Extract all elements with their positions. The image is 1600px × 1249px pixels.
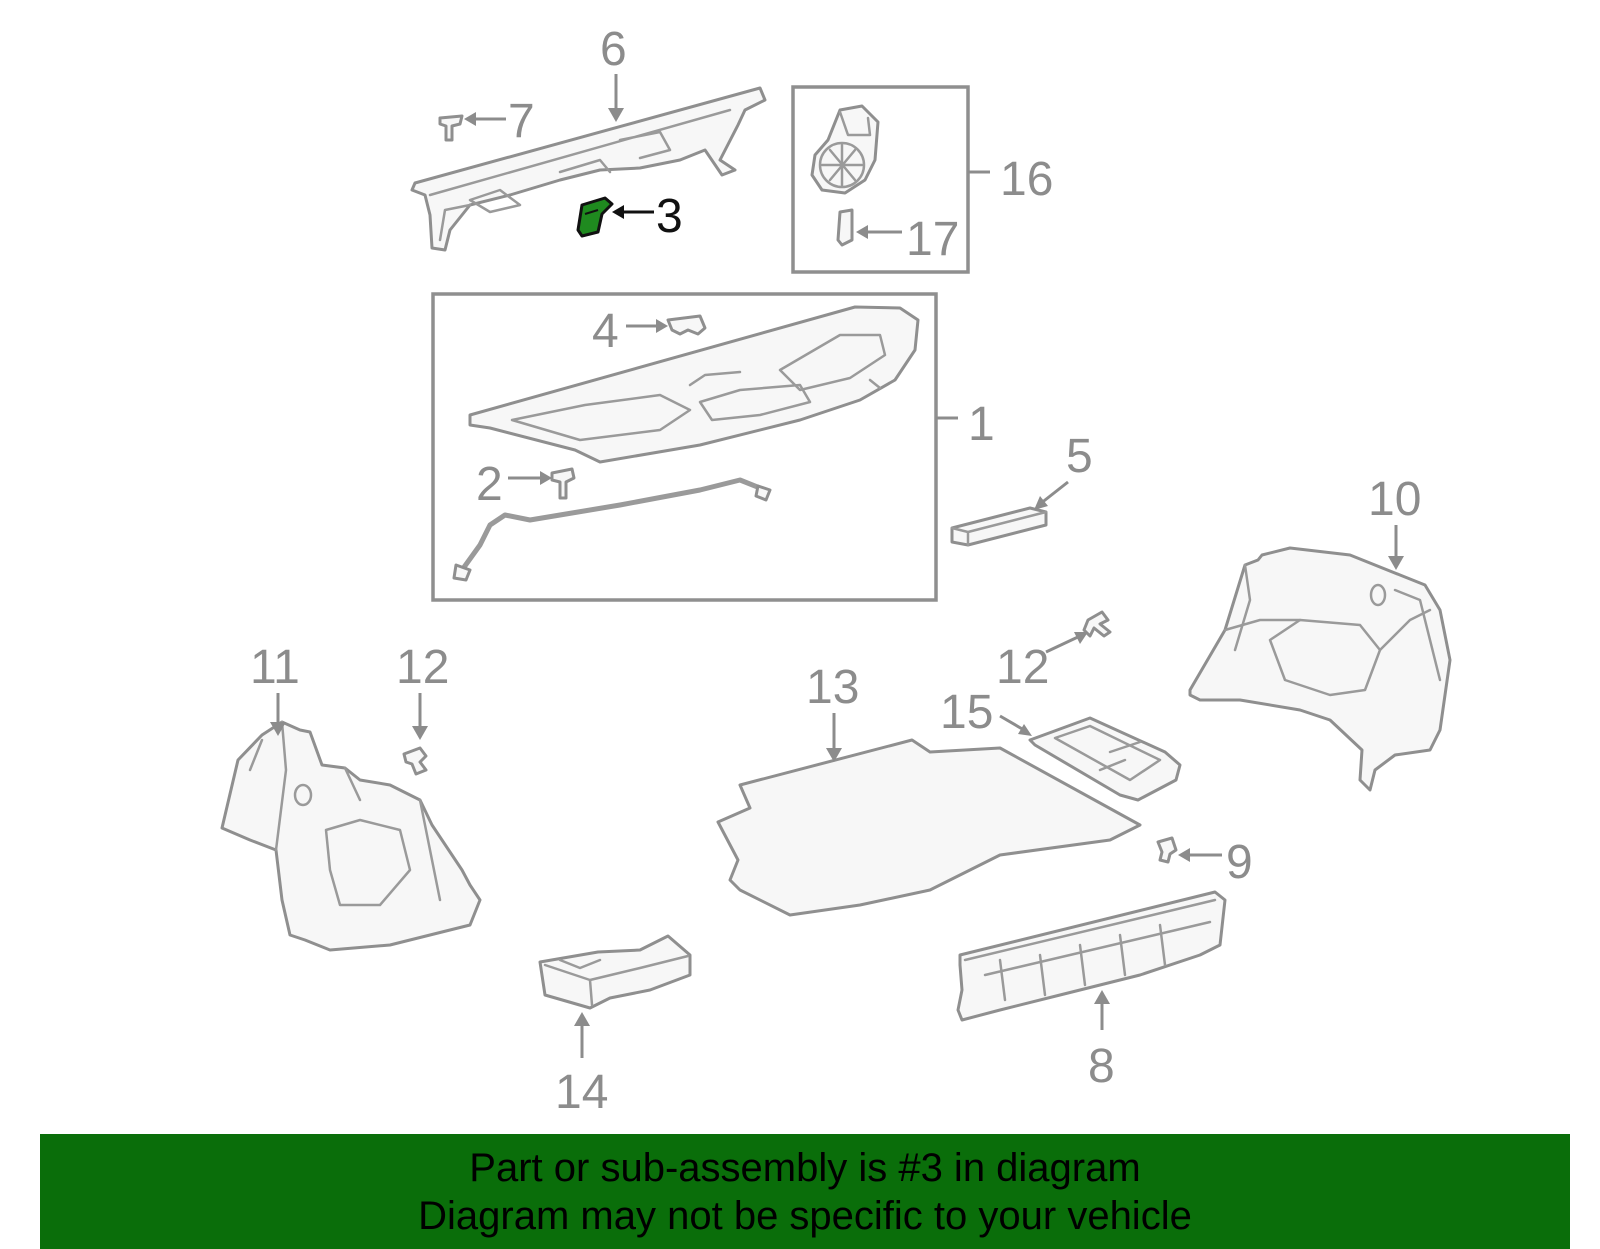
svg-text:6: 6 bbox=[600, 23, 627, 76]
callout-14: 14 bbox=[555, 1012, 608, 1119]
callout-8: 8 bbox=[1088, 990, 1115, 1093]
callout-15: 15 bbox=[940, 686, 1032, 739]
part-6-package-tray-trim[interactable] bbox=[410, 86, 767, 252]
group-box-1 bbox=[431, 292, 938, 602]
part-2-cable[interactable] bbox=[452, 477, 772, 582]
part-4-clip[interactable] bbox=[666, 314, 707, 336]
callout-11: 11 bbox=[250, 641, 300, 736]
svg-text:8: 8 bbox=[1088, 1040, 1115, 1093]
banner-line-1: Part or sub-assembly is #3 in diagram bbox=[469, 1146, 1141, 1190]
callout-17: 17 bbox=[856, 213, 959, 266]
callout-5: 5 bbox=[1034, 430, 1093, 510]
info-banner: Part or sub-assembly is #3 in diagram Di… bbox=[40, 1134, 1570, 1249]
part-8-sill-plate[interactable] bbox=[956, 890, 1227, 1022]
svg-text:13: 13 bbox=[806, 661, 859, 714]
svg-text:11: 11 bbox=[250, 641, 300, 694]
part-12-clip-right[interactable] bbox=[1082, 610, 1112, 638]
part-12-clip-left[interactable] bbox=[402, 746, 428, 776]
svg-text:5: 5 bbox=[1066, 430, 1093, 483]
part-9-clip[interactable] bbox=[1156, 836, 1178, 864]
part-14-jack-tray[interactable] bbox=[538, 934, 692, 1010]
callout-9: 9 bbox=[1178, 836, 1253, 889]
part-17-clip[interactable] bbox=[836, 208, 854, 247]
part-13-trunk-mat[interactable] bbox=[716, 738, 1142, 917]
callout-10: 10 bbox=[1368, 473, 1421, 570]
svg-text:9: 9 bbox=[1226, 836, 1253, 889]
svg-text:4: 4 bbox=[592, 305, 619, 358]
callout-12-right: 12 bbox=[996, 632, 1088, 694]
callout-16: 16 bbox=[968, 153, 1053, 206]
svg-text:2: 2 bbox=[476, 458, 503, 511]
part-3-highlighted-bracket[interactable] bbox=[576, 196, 614, 238]
part-5-pad[interactable] bbox=[950, 506, 1048, 547]
part-1-package-tray[interactable] bbox=[468, 305, 920, 464]
part-16-assembly[interactable] bbox=[810, 104, 880, 195]
svg-text:1: 1 bbox=[968, 398, 995, 451]
svg-text:10: 10 bbox=[1368, 473, 1421, 526]
svg-text:12: 12 bbox=[996, 641, 1049, 694]
part-2-clip[interactable] bbox=[550, 467, 576, 500]
svg-text:16: 16 bbox=[1000, 153, 1053, 206]
callout-12-left: 12 bbox=[396, 641, 449, 740]
svg-text:17: 17 bbox=[906, 213, 959, 266]
callout-13: 13 bbox=[806, 661, 859, 762]
callout-1: 1 bbox=[936, 398, 995, 451]
callout-2: 2 bbox=[476, 458, 552, 511]
svg-text:7: 7 bbox=[508, 95, 535, 148]
callout-7: 7 bbox=[464, 95, 535, 148]
part-10-quarter-trim-right[interactable] bbox=[1188, 546, 1452, 792]
part-15-storage-tray[interactable] bbox=[1028, 716, 1182, 802]
part-11-quarter-trim-left[interactable] bbox=[220, 720, 482, 952]
banner-line-2: Diagram may not be specific to your vehi… bbox=[418, 1194, 1192, 1238]
parts-diagram: 6 7 3 16 17 bbox=[220, 23, 1452, 1119]
svg-text:15: 15 bbox=[940, 686, 993, 739]
callout-6: 6 bbox=[600, 23, 627, 122]
svg-text:12: 12 bbox=[396, 641, 449, 694]
part-7-clip[interactable] bbox=[438, 114, 464, 142]
svg-text:14: 14 bbox=[555, 1066, 608, 1119]
svg-text:3: 3 bbox=[656, 190, 683, 243]
callout-4: 4 bbox=[592, 305, 668, 358]
group-box-16 bbox=[791, 85, 970, 274]
callout-3: 3 bbox=[612, 190, 683, 243]
